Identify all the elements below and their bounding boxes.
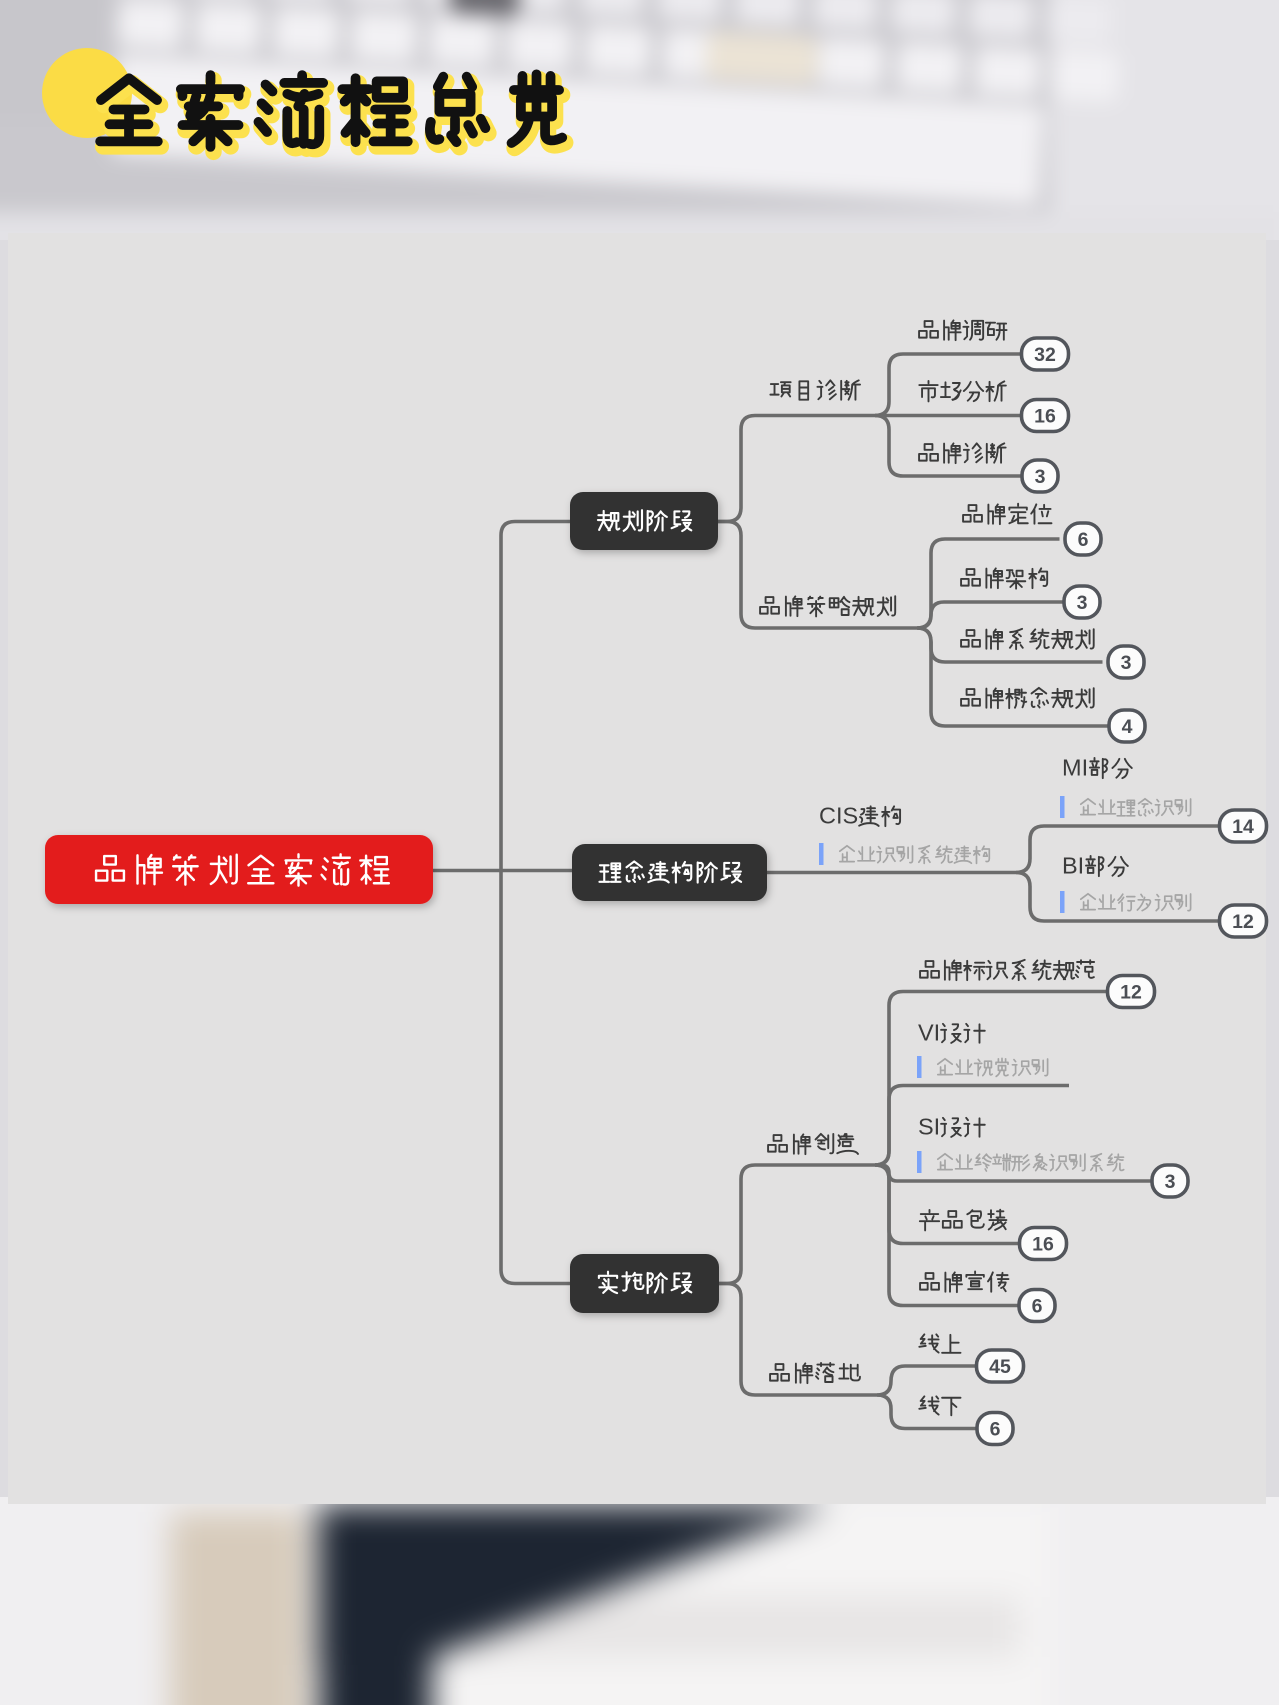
svg-text:14: 14 bbox=[1232, 816, 1254, 838]
svg-text:16: 16 bbox=[1034, 406, 1056, 428]
svg-text:45: 45 bbox=[989, 1356, 1011, 1378]
svg-text:SI: SI bbox=[918, 1113, 940, 1139]
svg-text:CIS: CIS bbox=[819, 802, 858, 828]
svg-text:6: 6 bbox=[1078, 529, 1089, 551]
svg-text:MI: MI bbox=[1062, 754, 1088, 780]
svg-text:3: 3 bbox=[1077, 592, 1088, 614]
svg-text:3: 3 bbox=[1165, 1171, 1176, 1193]
svg-text:VI: VI bbox=[918, 1019, 940, 1045]
svg-text:3: 3 bbox=[1121, 652, 1132, 674]
svg-text:6: 6 bbox=[1032, 1296, 1043, 1318]
svg-text:4: 4 bbox=[1122, 716, 1133, 738]
svg-text:16: 16 bbox=[1032, 1234, 1054, 1256]
svg-text:12: 12 bbox=[1120, 982, 1142, 1004]
svg-text:3: 3 bbox=[1035, 466, 1046, 488]
svg-text:32: 32 bbox=[1034, 344, 1056, 366]
svg-text:BI: BI bbox=[1062, 852, 1084, 878]
svg-text:6: 6 bbox=[990, 1419, 1001, 1441]
svg-text:12: 12 bbox=[1232, 911, 1254, 933]
